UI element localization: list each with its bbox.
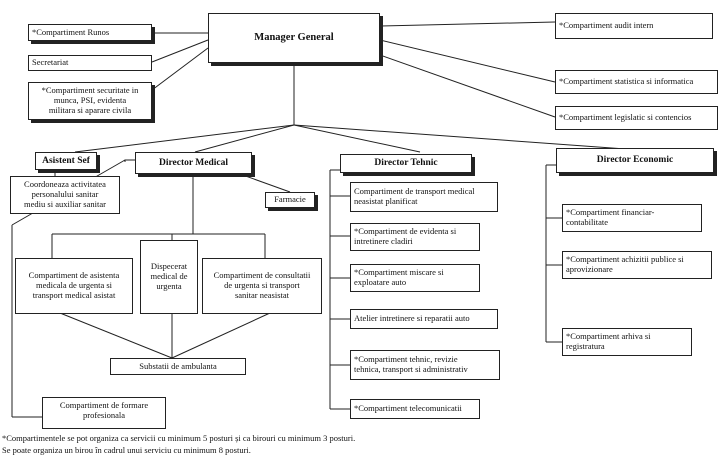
compartiment-securitate-box: *Compartiment securitate in munca, PSI, … — [28, 82, 152, 120]
compartiment-audit-box: *Compartiment audit intern — [555, 13, 713, 39]
manager-general-box: Manager General — [208, 13, 380, 63]
compartiment-runos-box: *Compartiment Runos — [28, 24, 152, 41]
compartiment-consultatii-box: Compartiment de consultatii de urgenta s… — [202, 258, 322, 314]
footnote-line-1: *Compartimentele se pot organiza ca serv… — [2, 433, 356, 443]
farmacie-box: Farmacie — [265, 192, 315, 208]
director-economic-box: Director Economic — [556, 148, 714, 173]
dispecerat-box: Dispecerat medical de urgenta — [140, 240, 198, 314]
economic-item-achizitii: *Compartiment achizitii publice si aprov… — [562, 251, 712, 279]
substatii-ambulanta-box: Substatii de ambulanta — [110, 358, 246, 375]
compartiment-statistica-box: *Compartiment statistica si informatica — [555, 70, 718, 94]
director-medical-box: Director Medical — [135, 152, 252, 174]
footnote-line-2: Se poate organiza un birou în cadrul unu… — [2, 445, 251, 455]
asistent-sef-box: Asistent Sef — [35, 152, 97, 170]
economic-item-financiar: *Compartiment financiar- contabilitate — [562, 204, 702, 232]
compartiment-legislatie-box: *Compartiment legislatic si contencios — [555, 106, 718, 130]
economic-item-arhiva: *Compartiment arhiva si registratura — [562, 328, 692, 356]
tehnic-item-miscare: *Compartiment miscare si exploatare auto — [350, 264, 480, 292]
tehnic-item-transport: Compartiment de transport medical neasis… — [350, 182, 498, 212]
asistent-sef-desc-box: Coordoneaza activitatea personalului san… — [10, 176, 120, 214]
director-tehnic-box: Director Tehnic — [340, 154, 472, 173]
tehnic-item-telecomunicatii: *Compartiment telecomunicatii — [350, 399, 480, 419]
compartiment-asistenta-box: Compartiment de asistenta medicala de ur… — [15, 258, 133, 314]
tehnic-item-atelier: Atelier intretinere si reparatii auto — [350, 309, 498, 329]
secretariat-box: Secretariat — [28, 55, 152, 71]
compartiment-formare-box: Compartiment de formare profesionala — [42, 397, 166, 429]
tehnic-item-tehnic-revizie: *Compartiment tehnic, revizie tehnica, t… — [350, 350, 500, 380]
tehnic-item-evidenta: *Compartiment de evidenta si intretinere… — [350, 223, 480, 251]
